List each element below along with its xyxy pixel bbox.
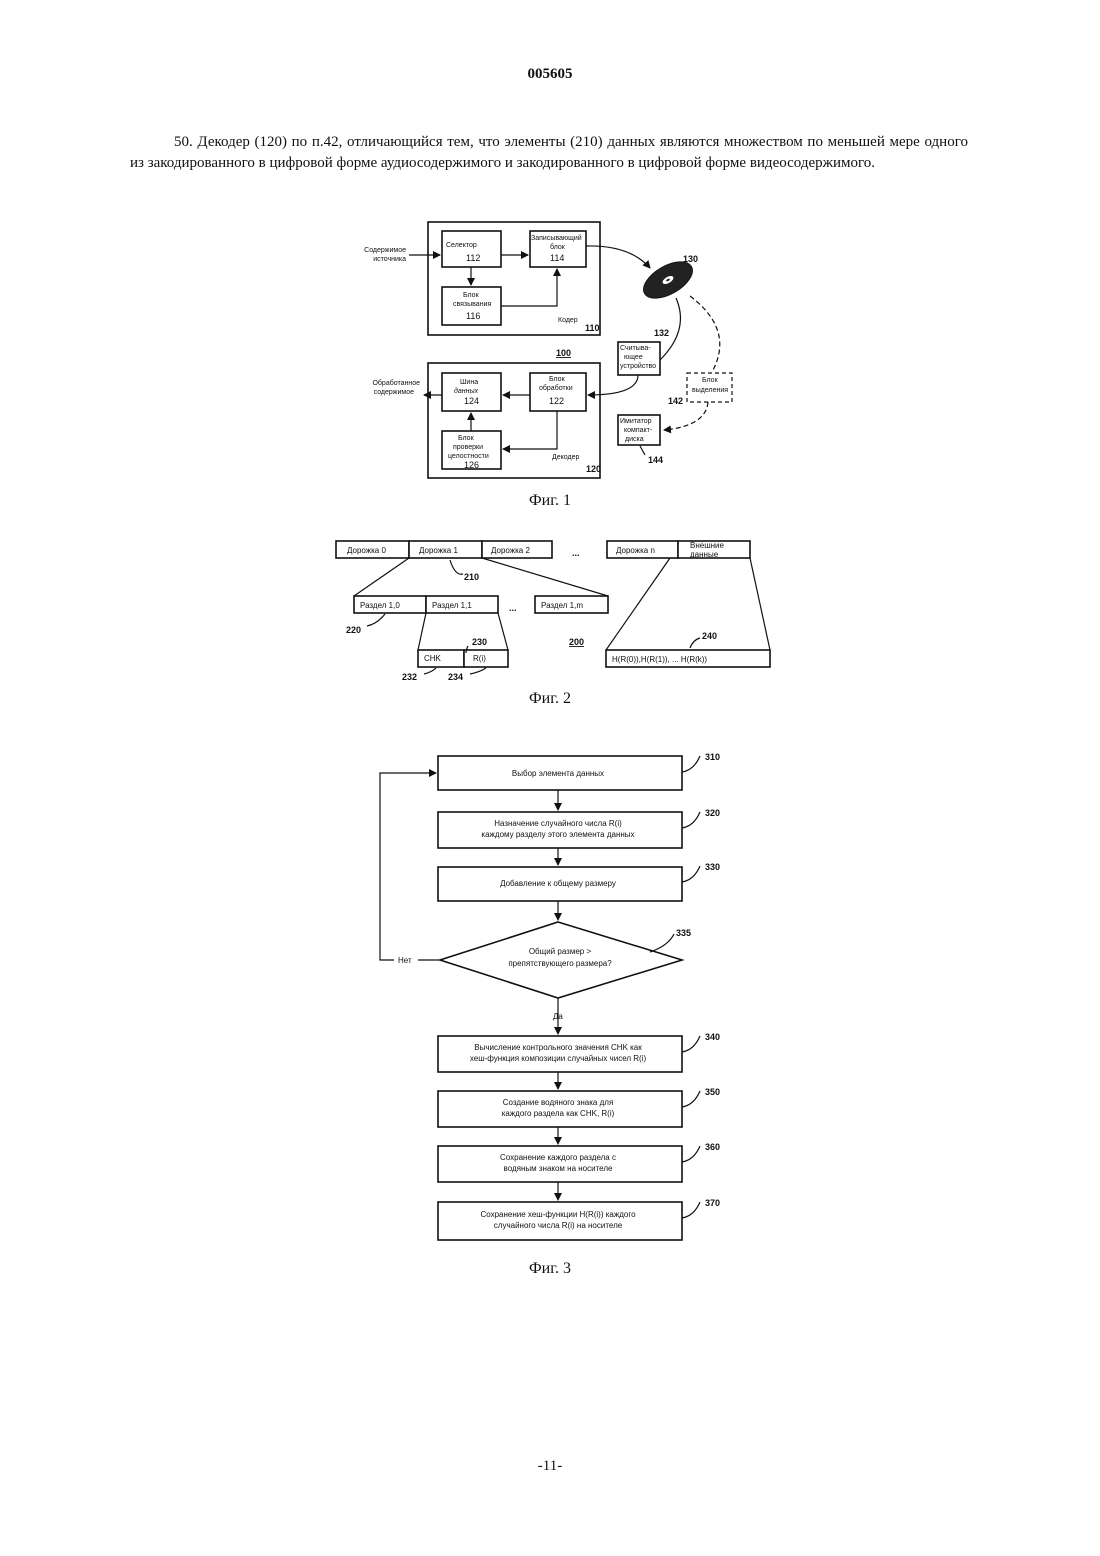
extraction-num: 142 [668,396,683,406]
fig3-flowchart: Выбор элемента данных 310 Назначение слу… [380,752,720,1240]
track-0-label: Дорожка 0 [347,546,386,555]
ri-cell [464,650,508,667]
decision-no-label: Нет [398,956,412,965]
writer-label-1: Записывающий [531,234,582,242]
binding-num: 116 [466,311,480,321]
step-310-text: Выбор элемента данных [512,769,604,778]
section-1-0-label: Раздел 1,0 [360,601,400,610]
track-2-label: Дорожка 2 [491,546,530,555]
reader-label-2: ющее [624,354,643,361]
step-350-text-2: каждого раздела как CHK, R(i) [502,1109,615,1118]
bus-label-1: Шина [460,379,478,386]
selector-label: Селектор [446,242,477,249]
processing-label-2: обработки [539,384,573,392]
step-340-text-2: хеш-функция композиции случайных чисел R… [470,1054,647,1063]
section-1-m-label: Раздел 1,m [541,601,583,610]
selector-num: 112 [466,253,480,263]
decision-num: 335 [676,928,691,938]
binding-label-1: Блок [463,292,480,299]
disc-num: 130 [683,254,698,264]
step-330-num: 330 [705,862,720,872]
ref-232: 232 [402,672,417,682]
ref-200: 200 [569,637,584,647]
fig3-caption: Фиг. 3 [0,1260,1100,1278]
track-n-label: Дорожка n [616,546,655,555]
external-label-1: Внешние [690,541,725,550]
step-360-text-2: водяным знаком на носителе [504,1164,613,1173]
integrity-num: 126 [464,460,479,470]
ref-220: 220 [346,625,361,635]
binding-label-2: связывания [453,301,491,308]
source-label-line1: Содержимое [364,247,406,254]
ref-210: 210 [464,572,479,582]
writer-label-2: блок [550,243,566,251]
fig2-diagram: Дорожка 0 Дорожка 1 Дорожка 2 ... Дорожк… [336,541,770,682]
processing-num: 122 [549,396,564,406]
page-number: -11- [0,1458,1100,1475]
reader-num: 132 [654,328,669,338]
system-num: 100 [556,348,571,358]
emulator-label-2: компакт- [624,427,653,434]
ref-234: 234 [448,672,463,682]
integrity-label-2: проверки [453,444,483,451]
fig1-diagram: Содержимое источника Селектор 112 Записы… [364,222,732,478]
source-label-line2: источника [373,256,406,263]
ref-230: 230 [472,637,487,647]
decision-text-2: препятствующего размера? [508,959,612,968]
decision-text-1: Общий размер > [529,947,592,956]
processed-label-2: содержимое [374,389,414,396]
step-370-num: 370 [705,1198,720,1208]
step-340-text-1: Вычисление контрольного значения CHK как [474,1043,642,1052]
decision-yes-label: Да [553,1012,563,1021]
step-370-text-1: Сохранение хеш-функции H(R(i)) каждого [480,1210,636,1219]
integrity-label-3: целостности [448,453,489,460]
decoder-num: 120 [586,464,601,474]
encoder-label: Кодер [558,317,578,324]
fig1-caption: Фиг. 1 [0,492,1100,510]
extraction-label-1: Блок [702,377,719,384]
section-1-1-label: Раздел 1,1 [432,601,472,610]
emulator-num: 144 [648,455,663,465]
step-310-num: 310 [705,752,720,762]
tracks-ellipsis: ... [572,548,580,558]
emulator-label-1: Имитатор [620,418,652,425]
hash-list-label: H(R(0)),H(R(1)), ... H(R(k)) [612,655,707,664]
step-360-num: 360 [705,1142,720,1152]
step-350-text-1: Создание водяного знака для [503,1098,614,1107]
bus-num: 124 [464,396,479,406]
step-350-num: 350 [705,1087,720,1097]
track-1-label: Дорожка 1 [419,546,458,555]
external-label-2: данные [690,550,719,559]
step-330-text: Добавление к общему размеру [500,879,616,888]
emulator-label-3: диска [625,436,644,443]
decoder-label: Декодер [552,454,579,461]
chk-label: CHK [424,654,442,663]
fig2-caption: Фиг. 2 [0,690,1100,708]
reader-label-1: Считыва- [620,345,651,352]
writer-num: 114 [550,253,564,263]
ri-label: R(i) [473,654,486,663]
step-320-text-1: Назначение случайного числа R(i) [494,819,622,828]
integrity-label-1: Блок [458,435,475,442]
step-320-text-2: каждому разделу этого элемента данных [481,830,634,839]
sections-ellipsis: ... [509,603,517,613]
step-360-text-1: Сохранение каждого раздела с [500,1153,616,1162]
encoder-num: 110 [585,323,600,333]
step-320-num: 320 [705,808,720,818]
bus-label-2: данных [454,387,479,395]
step-370-text-2: случайного числа R(i) на носителе [494,1221,623,1230]
reader-label-3: устройство [620,362,656,370]
processing-label-1: Блок [549,376,566,383]
ref-240: 240 [702,631,717,641]
step-340-num: 340 [705,1032,720,1042]
extraction-label-2: выделения [692,387,728,394]
processed-label-1: Обработанное [372,379,420,387]
